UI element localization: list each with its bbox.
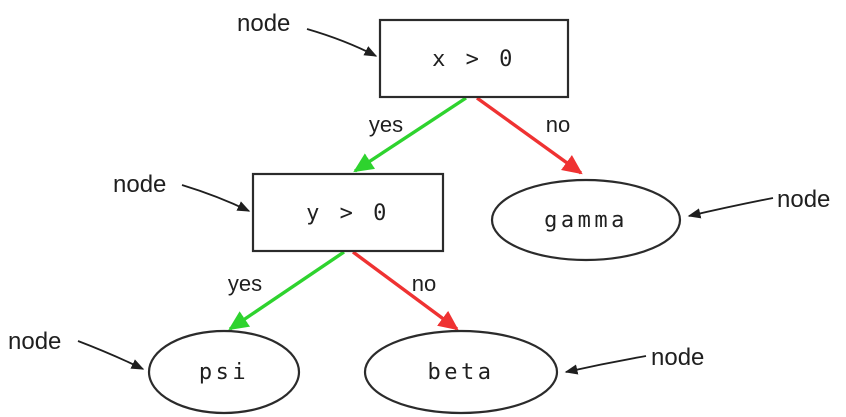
beta-node-label: beta [428,360,495,385]
annotation-arrow-child [181,184,251,212]
edge-root-no-label: no [546,112,570,137]
edge-root-yes-label: yes [369,112,403,137]
annotation-label-psi: node [8,328,61,355]
edge-child-yes [228,250,345,331]
edge-child-no-label: no [412,271,436,296]
psi-node-label: psi [199,360,249,385]
gamma-node-ellipse [490,178,682,262]
annotation-label-child: node [113,171,166,198]
root-node-label: x > 0 [432,47,516,72]
root-node-box [378,18,570,99]
gamma-node-label: gamma [544,208,628,233]
annotation-arrow-psi [77,340,145,370]
edge-child-no [351,250,459,331]
edge-root-no [476,96,583,175]
annotation-label-beta: node [651,344,704,371]
psi-node-ellipse [147,329,301,415]
edge-child-yes-label: yes [228,271,262,296]
edge-root-yes [353,96,467,173]
child-node-box [251,172,445,253]
beta-node-ellipse [363,329,559,415]
annotation-label-gamma: node [777,186,830,213]
annotation-arrow-beta [564,355,647,375]
annotation-arrow-root [306,28,378,57]
annotation-label-root: node [237,10,290,37]
annotation-arrow-gamma [687,197,774,219]
child-node-label: y > 0 [306,201,390,226]
